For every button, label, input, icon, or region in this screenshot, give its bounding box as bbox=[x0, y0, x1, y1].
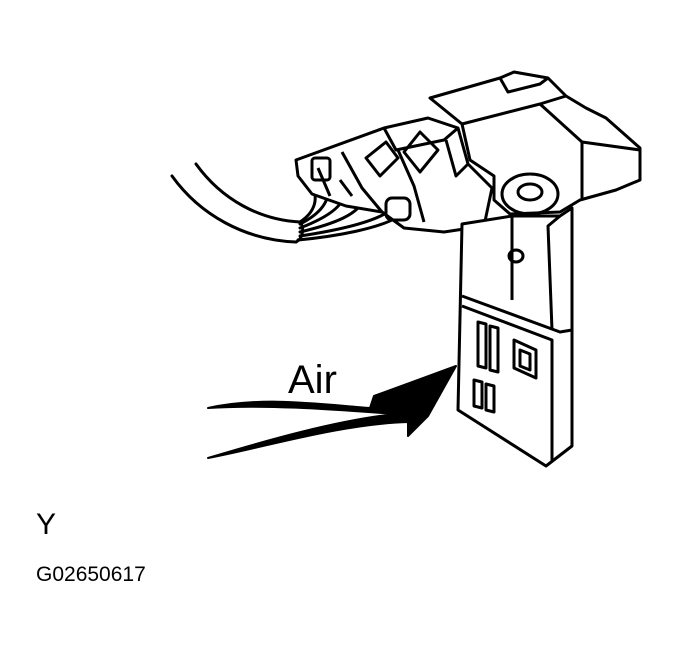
sensor-probe bbox=[456, 206, 574, 468]
sensor-housing bbox=[428, 70, 642, 216]
air-label: Air bbox=[288, 358, 337, 402]
view-label: Y bbox=[36, 508, 57, 541]
figure-code: G02650617 bbox=[36, 563, 146, 586]
air-flow-arrow bbox=[207, 365, 457, 459]
